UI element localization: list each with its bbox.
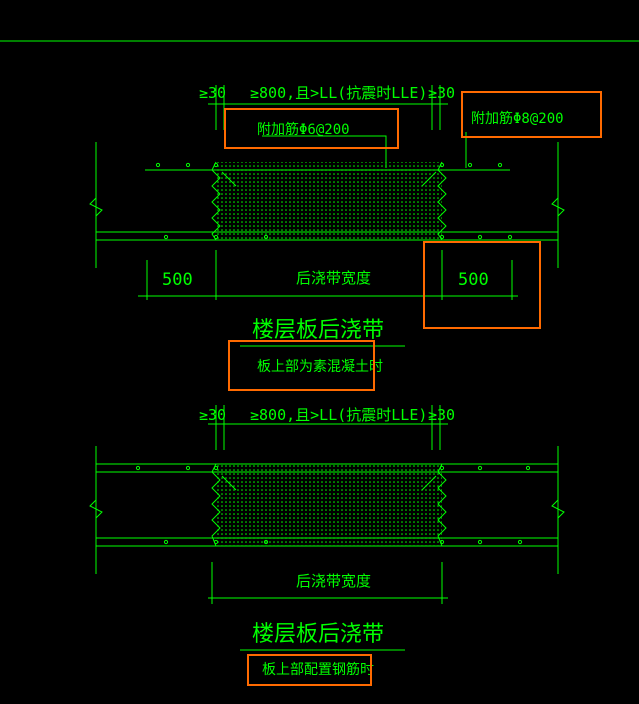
break-mark-right xyxy=(551,499,565,519)
post-pour-strip xyxy=(216,464,442,546)
top-detail-title: 楼层板后浇带 xyxy=(252,318,384,343)
post-pour-strip xyxy=(216,162,442,240)
highlight-box-rebar-2 xyxy=(461,91,602,138)
break-mark-right xyxy=(551,197,565,217)
break-mark-left xyxy=(89,197,103,217)
bottom-rebar-dots xyxy=(135,465,531,545)
highlight-box-rebar-1 xyxy=(224,108,399,149)
bottom-left-min-label: ≥30 xyxy=(199,406,226,424)
dim-right-value: 500 xyxy=(458,270,489,290)
bottom-right-min-label: ≥30 xyxy=(428,406,455,424)
strip-hook-left xyxy=(221,475,237,491)
strip-hook-right xyxy=(421,475,437,491)
strip-edge-right xyxy=(437,161,447,241)
bottom-dim-center-label: 后浇带宽度 xyxy=(296,572,371,590)
strip-hook-left xyxy=(221,171,237,187)
highlight-box-top-note xyxy=(228,340,375,391)
break-mark-left xyxy=(89,499,103,519)
strip-hook-right xyxy=(421,171,437,187)
top-detail: ≥30 ≥800,且>LL(抗震时LLE) ≥30 xyxy=(89,84,565,300)
bottom-center-spec-label: ≥800,且>LL(抗震时LLE) xyxy=(250,406,427,424)
strip-edge-left xyxy=(211,463,221,547)
dim-left-value: 500 xyxy=(162,270,193,290)
highlight-box-dim-right xyxy=(423,241,541,329)
dim-center-label: 后浇带宽度 xyxy=(296,269,371,287)
bottom-detail-title: 楼层板后浇带 xyxy=(252,622,384,647)
top-rebar-dots xyxy=(155,162,513,240)
strip-edge-right xyxy=(437,463,447,547)
top-center-spec-label: ≥800,且>LL(抗震时LLE) xyxy=(250,84,427,102)
rebar-label-1: 附加筋Φ6@200 xyxy=(257,121,350,138)
top-left-min-label: ≥30 xyxy=(199,84,226,102)
bottom-detail-note: 板上部配置钢筋时 xyxy=(262,661,374,678)
top-detail-note: 板上部为素混凝土时 xyxy=(257,359,383,375)
strip-edge-left xyxy=(211,161,221,241)
rebar-label-2: 附加筋Φ8@200 xyxy=(471,110,564,127)
rebar-leader-1 xyxy=(262,135,387,168)
bottom-detail xyxy=(89,405,565,604)
top-right-min-label: ≥30 xyxy=(428,84,455,102)
highlight-box-bottom-note xyxy=(247,654,372,686)
